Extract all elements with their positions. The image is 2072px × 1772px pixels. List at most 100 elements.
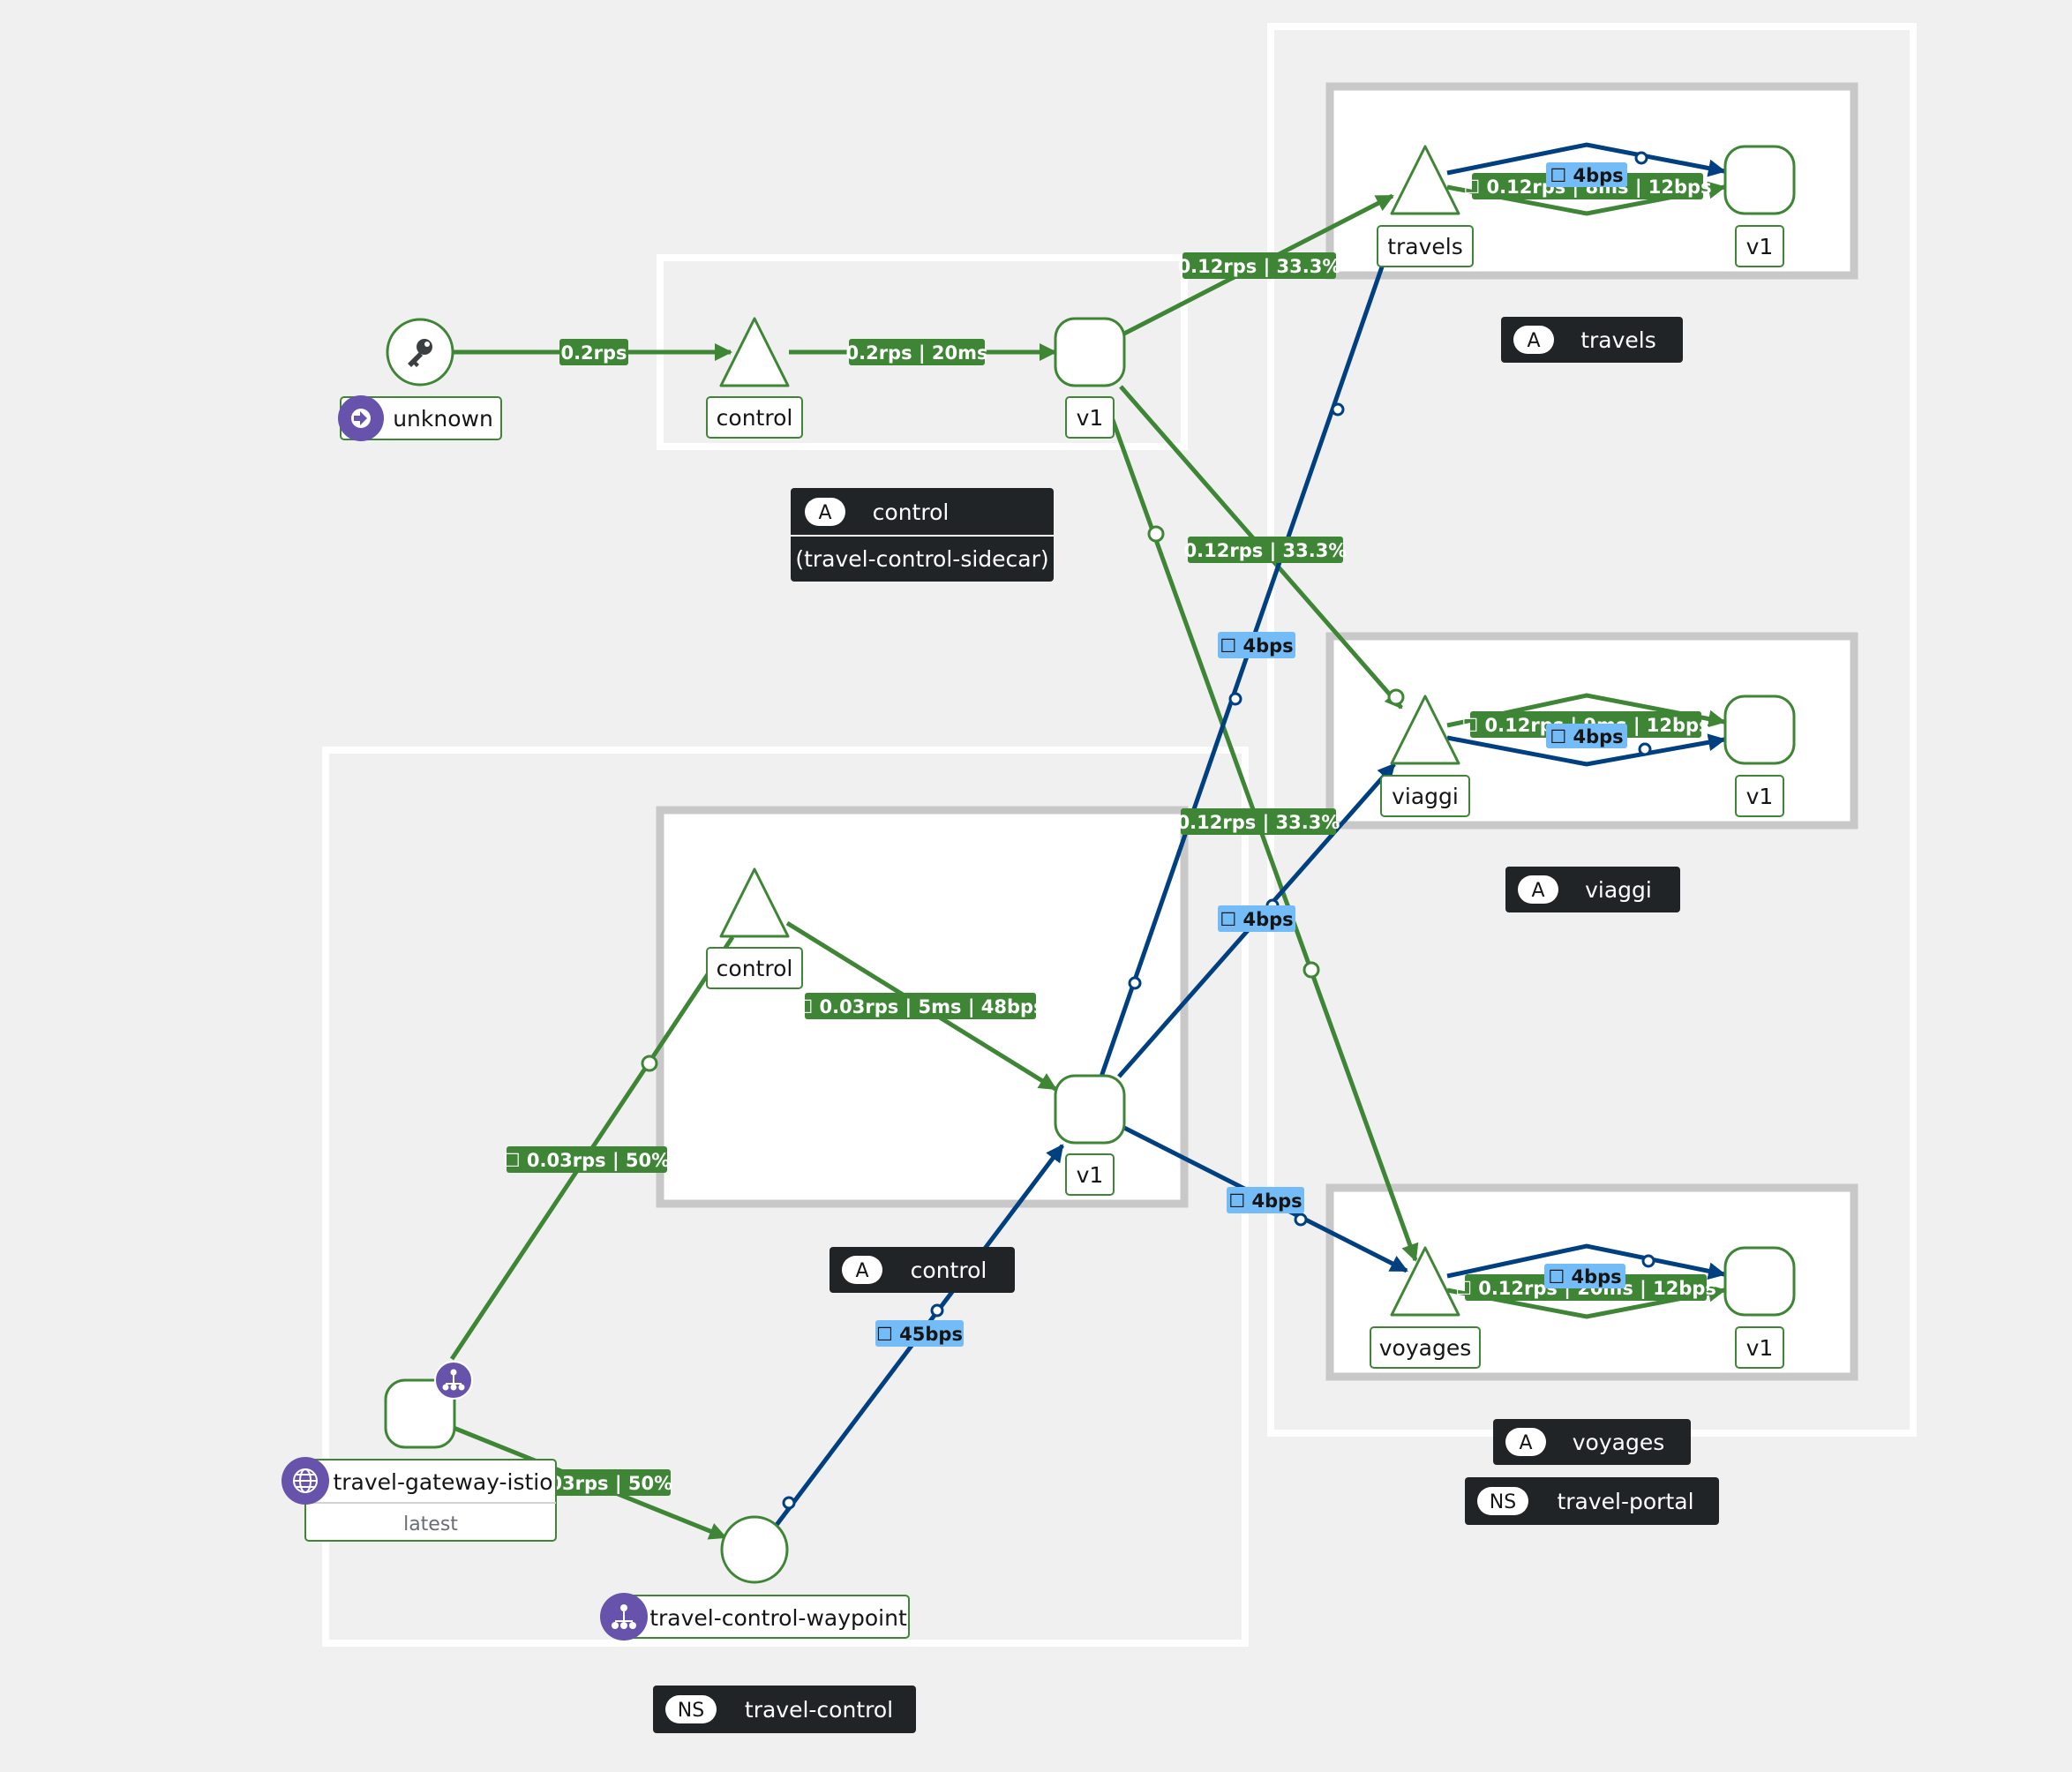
edge-label-unknown-control: 0.2rps: [559, 339, 628, 365]
svg-text:(travel-control-sidecar): (travel-control-sidecar): [795, 546, 1048, 572]
svg-text:☐ 4bps: ☐ 4bps: [1220, 635, 1293, 657]
svg-text:v1: v1: [1077, 405, 1104, 431]
svg-text:unknown: unknown: [393, 406, 493, 432]
edge-label-v1-viaggi: 0.12rps | 33.3%: [1184, 537, 1348, 563]
node-label-control-sidecar-v1: v1: [1065, 396, 1115, 439]
svg-text:v1: v1: [1746, 1335, 1774, 1361]
svg-text:travel-control-waypoint: travel-control-waypoint: [649, 1605, 907, 1631]
svg-text:travel-control: travel-control: [745, 1697, 893, 1723]
svg-text:travel-gateway-istio: travel-gateway-istio: [333, 1469, 552, 1495]
svg-text:travels: travels: [1580, 327, 1656, 353]
svg-text:voyages: voyages: [1573, 1430, 1664, 1455]
node-viaggi-service[interactable]: [1390, 695, 1460, 765]
node-viaggi-v1[interactable]: [1723, 695, 1796, 765]
svg-text:viaggi: viaggi: [1392, 784, 1459, 809]
svg-text:A: A: [1527, 330, 1540, 352]
node-gateway[interactable]: [384, 1361, 473, 1449]
svg-text:☐ 0.03rps | 5ms | 48bps: ☐ 0.03rps | 5ms | 48bps: [796, 996, 1044, 1018]
svg-text:0.2rps | 20ms: 0.2rps | 20ms: [846, 342, 988, 364]
edge-label-voyages-http: ☐ 0.12rps | 20ms | 12bps: [1455, 1274, 1716, 1301]
edge-label-viaggi-tcp: ☐ 4bps: [1546, 724, 1627, 748]
app-label-travels[interactable]: A travels: [1501, 317, 1683, 363]
node-label-control-ambient: control: [706, 947, 803, 989]
ingress-arrow-icon: [351, 409, 371, 428]
svg-text:A: A: [1519, 1432, 1532, 1454]
waypoint-icon: [434, 1361, 473, 1400]
edge-label-ambient-control-v1: ☐ 0.03rps | 5ms | 48bps: [796, 993, 1045, 1019]
edge-travels-svc-v1-tcp[interactable]: [1446, 142, 1726, 177]
node-voyages-v1[interactable]: [1723, 1246, 1796, 1317]
svg-text:A: A: [818, 502, 831, 524]
node-label-voyages-v1: v1: [1735, 1326, 1784, 1369]
app-label-control-sidecar[interactable]: A control (travel-control-sidecar): [791, 488, 1054, 582]
svg-text:voyages: voyages: [1379, 1335, 1471, 1361]
app-label-control-ambient[interactable]: A control: [830, 1247, 1015, 1293]
svg-text:latest: latest: [403, 1513, 458, 1535]
node-label-travels: travels: [1377, 225, 1474, 267]
svg-text:0.12rps | 33.3%: 0.12rps | 33.3%: [1184, 540, 1348, 562]
svg-text:viaggi: viaggi: [1585, 877, 1652, 903]
node-control-sidecar-service[interactable]: [719, 317, 790, 387]
svg-text:0.12rps | 33.3%: 0.12rps | 33.3%: [1177, 812, 1340, 834]
svg-text:0.2rps: 0.2rps: [560, 342, 627, 364]
svg-text:0.12rps | 33.3%: 0.12rps | 33.3%: [1178, 256, 1341, 278]
waypoint-icon: [612, 1604, 636, 1629]
node-label-control-sidecar: control: [706, 396, 803, 439]
svg-text:A: A: [1531, 880, 1544, 902]
svg-text:travels: travels: [1387, 234, 1463, 259]
edge-label-amb-v1-voyages: ☐ 4bps: [1227, 1187, 1304, 1213]
node-control-ambient-service[interactable]: [719, 867, 790, 938]
svg-text:NS: NS: [678, 1700, 704, 1722]
svg-text:v1: v1: [1077, 1162, 1104, 1188]
node-label-voyages: voyages: [1370, 1326, 1481, 1369]
namespace-label-travel-portal[interactable]: NS travel-portal: [1465, 1477, 1719, 1525]
node-label-viaggi-v1: v1: [1735, 775, 1784, 817]
svg-text:control: control: [717, 405, 793, 431]
edge-label-amb-v1-travels: ☐ 4bps: [1218, 632, 1295, 658]
namespace-label-travel-control[interactable]: NS travel-control: [653, 1686, 916, 1733]
node-label-travels-v1: v1: [1735, 225, 1784, 267]
app-label-voyages[interactable]: A voyages: [1493, 1419, 1691, 1465]
node-control-ambient-v1[interactable]: [1054, 1074, 1126, 1145]
node-label-gateway: travel-gateway-istio latest: [282, 1457, 557, 1542]
edge-label-v1-voyages: 0.12rps | 33.3%: [1177, 808, 1340, 835]
edge-label-gateway-control: ☐ 0.03rps | 50%: [504, 1146, 670, 1173]
svg-text:A: A: [855, 1260, 868, 1282]
key-icon: [408, 339, 432, 367]
edge-viaggi-svc-v1-tcp[interactable]: [1446, 733, 1726, 767]
svg-text:☐ 0.03rps | 50%: ☐ 0.03rps | 50%: [504, 1150, 670, 1172]
node-control-sidecar-v1[interactable]: [1054, 317, 1126, 387]
edge-label-voyages-tcp: ☐ 4bps: [1544, 1264, 1625, 1288]
node-label-waypoint: travel-control-waypoint: [600, 1593, 910, 1641]
edge-label-v1-travels: 0.12rps | 33.3%: [1178, 252, 1341, 279]
node-voyages-service[interactable]: [1390, 1246, 1460, 1317]
svg-text:v1: v1: [1746, 784, 1774, 809]
node-travels-service[interactable]: [1390, 145, 1460, 215]
edge-label-amb-v1-viaggi: ☐ 4bps: [1218, 905, 1295, 932]
svg-text:NS: NS: [1490, 1491, 1516, 1513]
edge-voyages-svc-v1-tcp[interactable]: [1446, 1243, 1726, 1280]
svg-text:☐ 4bps: ☐ 4bps: [1550, 726, 1623, 747]
edge-label-travels-tcp: ☐ 4bps: [1546, 162, 1627, 187]
svg-text:☐ 4bps: ☐ 4bps: [1550, 165, 1623, 186]
edge-label-waypoint-v1: ☐ 45bps: [875, 1320, 964, 1347]
svg-text:☐ 45bps: ☐ 45bps: [876, 1324, 963, 1345]
svg-text:travel-portal: travel-portal: [1557, 1489, 1693, 1514]
edge-hint-dots: [641, 151, 1655, 1510]
globe-icon: [293, 1468, 318, 1493]
node-label-unknown: unknown: [338, 395, 502, 441]
svg-text:☐ 4bps: ☐ 4bps: [1220, 909, 1293, 930]
node-label-viaggi: viaggi: [1380, 775, 1470, 817]
svg-text:v1: v1: [1746, 234, 1774, 259]
node-label-control-ambient-v1: v1: [1065, 1153, 1115, 1196]
edge-label-control-v1: 0.2rps | 20ms: [846, 339, 988, 365]
node-travels-v1[interactable]: [1723, 145, 1796, 215]
svg-text:control: control: [873, 499, 950, 525]
node-unknown[interactable]: [386, 318, 454, 387]
svg-text:☐ 4bps: ☐ 4bps: [1228, 1190, 1302, 1212]
svg-text:☐ 4bps: ☐ 4bps: [1548, 1266, 1621, 1288]
node-waypoint[interactable]: [720, 1515, 789, 1584]
svg-text:control: control: [911, 1258, 987, 1283]
app-label-viaggi[interactable]: A viaggi: [1505, 867, 1680, 912]
